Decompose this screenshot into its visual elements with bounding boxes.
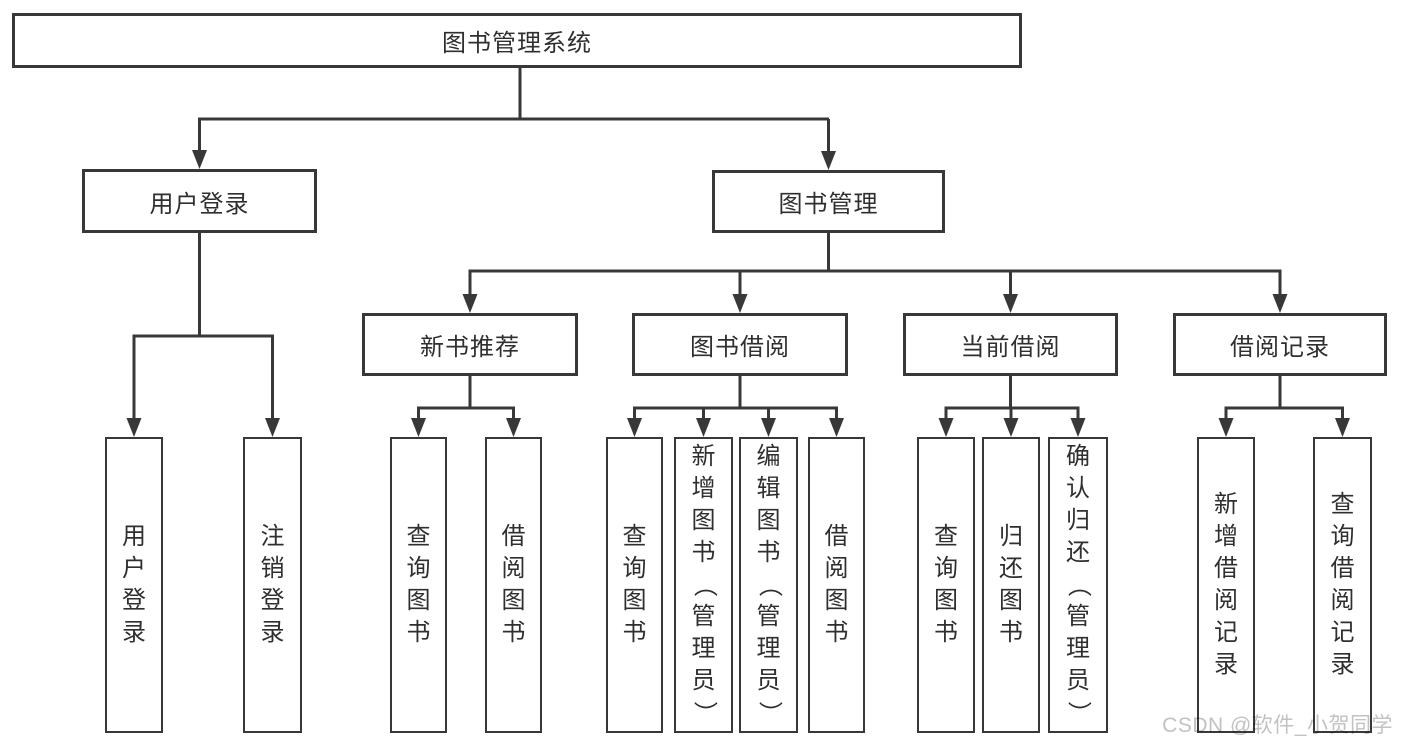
leaf-borrow-books-2-label: 借阅图书 (824, 523, 849, 646)
leaf-confirm-return-admin: 确认归还（管理员） (1048, 437, 1108, 733)
node-book-borrow: 图书借阅 (632, 313, 848, 376)
leaf-borrow-books-1: 借阅图书 (485, 437, 542, 733)
node-root: 图书管理系统 (12, 13, 1022, 68)
leaf-add-books-admin: 新增图书（管理员） (674, 437, 733, 733)
leaf-query-books-3: 查询图书 (917, 437, 975, 733)
node-new-book-recommend: 新书推荐 (362, 313, 578, 376)
csdn-watermark: CSDN @软件_小贺同学 (1162, 714, 1393, 737)
leaf-add-borrow-record: 新增借阅记录 (1197, 437, 1255, 733)
leaf-return-books: 归还图书 (982, 437, 1040, 733)
node-book-borrow-label: 图书借阅 (690, 334, 790, 361)
node-book-management: 图书管理 (712, 170, 945, 233)
leaf-borrow-books-1-label: 借阅图书 (501, 523, 526, 646)
leaf-query-books-2: 查询图书 (606, 437, 663, 733)
leaf-add-borrow-record-label: 新增借阅记录 (1214, 491, 1238, 678)
leaf-query-books-2-label: 查询图书 (622, 523, 647, 646)
leaf-edit-books-admin: 编辑图书（管理员） (739, 437, 798, 733)
node-root-label: 图书管理系统 (442, 30, 592, 57)
node-borrow-records: 借阅记录 (1173, 313, 1387, 376)
leaf-edit-books-admin-label: 编辑图书（管理员） (755, 443, 783, 725)
node-book-management-label: 图书管理 (778, 191, 879, 218)
node-current-borrow-label: 当前借阅 (960, 334, 1061, 361)
node-user-login-label: 用户登录 (149, 190, 250, 218)
leaf-borrow-books-2: 借阅图书 (808, 437, 865, 733)
node-current-borrow: 当前借阅 (903, 313, 1118, 376)
leaf-query-borrow-record: 查询借阅记录 (1313, 437, 1372, 733)
leaf-query-books-1-label: 查询图书 (406, 523, 431, 646)
leaf-add-books-admin-label: 新增图书（管理员） (690, 443, 718, 725)
leaf-logout-label: 注销登录 (260, 523, 285, 646)
node-borrow-records-label: 借阅记录 (1230, 334, 1330, 361)
node-user-login: 用户登录 (82, 169, 317, 233)
leaf-logout: 注销登录 (243, 437, 302, 733)
leaf-query-books-3-label: 查询图书 (934, 523, 958, 646)
leaf-user-login-label: 用户登录 (122, 523, 146, 646)
leaf-return-books-label: 归还图书 (999, 523, 1023, 646)
leaf-user-login: 用户登录 (105, 437, 163, 733)
node-new-book-recommend-label: 新书推荐 (420, 334, 520, 361)
leaf-confirm-return-admin-label: 确认归还（管理员） (1065, 443, 1092, 725)
leaf-query-books-1: 查询图书 (390, 437, 447, 733)
leaf-query-borrow-record-label: 查询借阅记录 (1330, 491, 1355, 678)
arrowheads (126, 150, 1350, 437)
